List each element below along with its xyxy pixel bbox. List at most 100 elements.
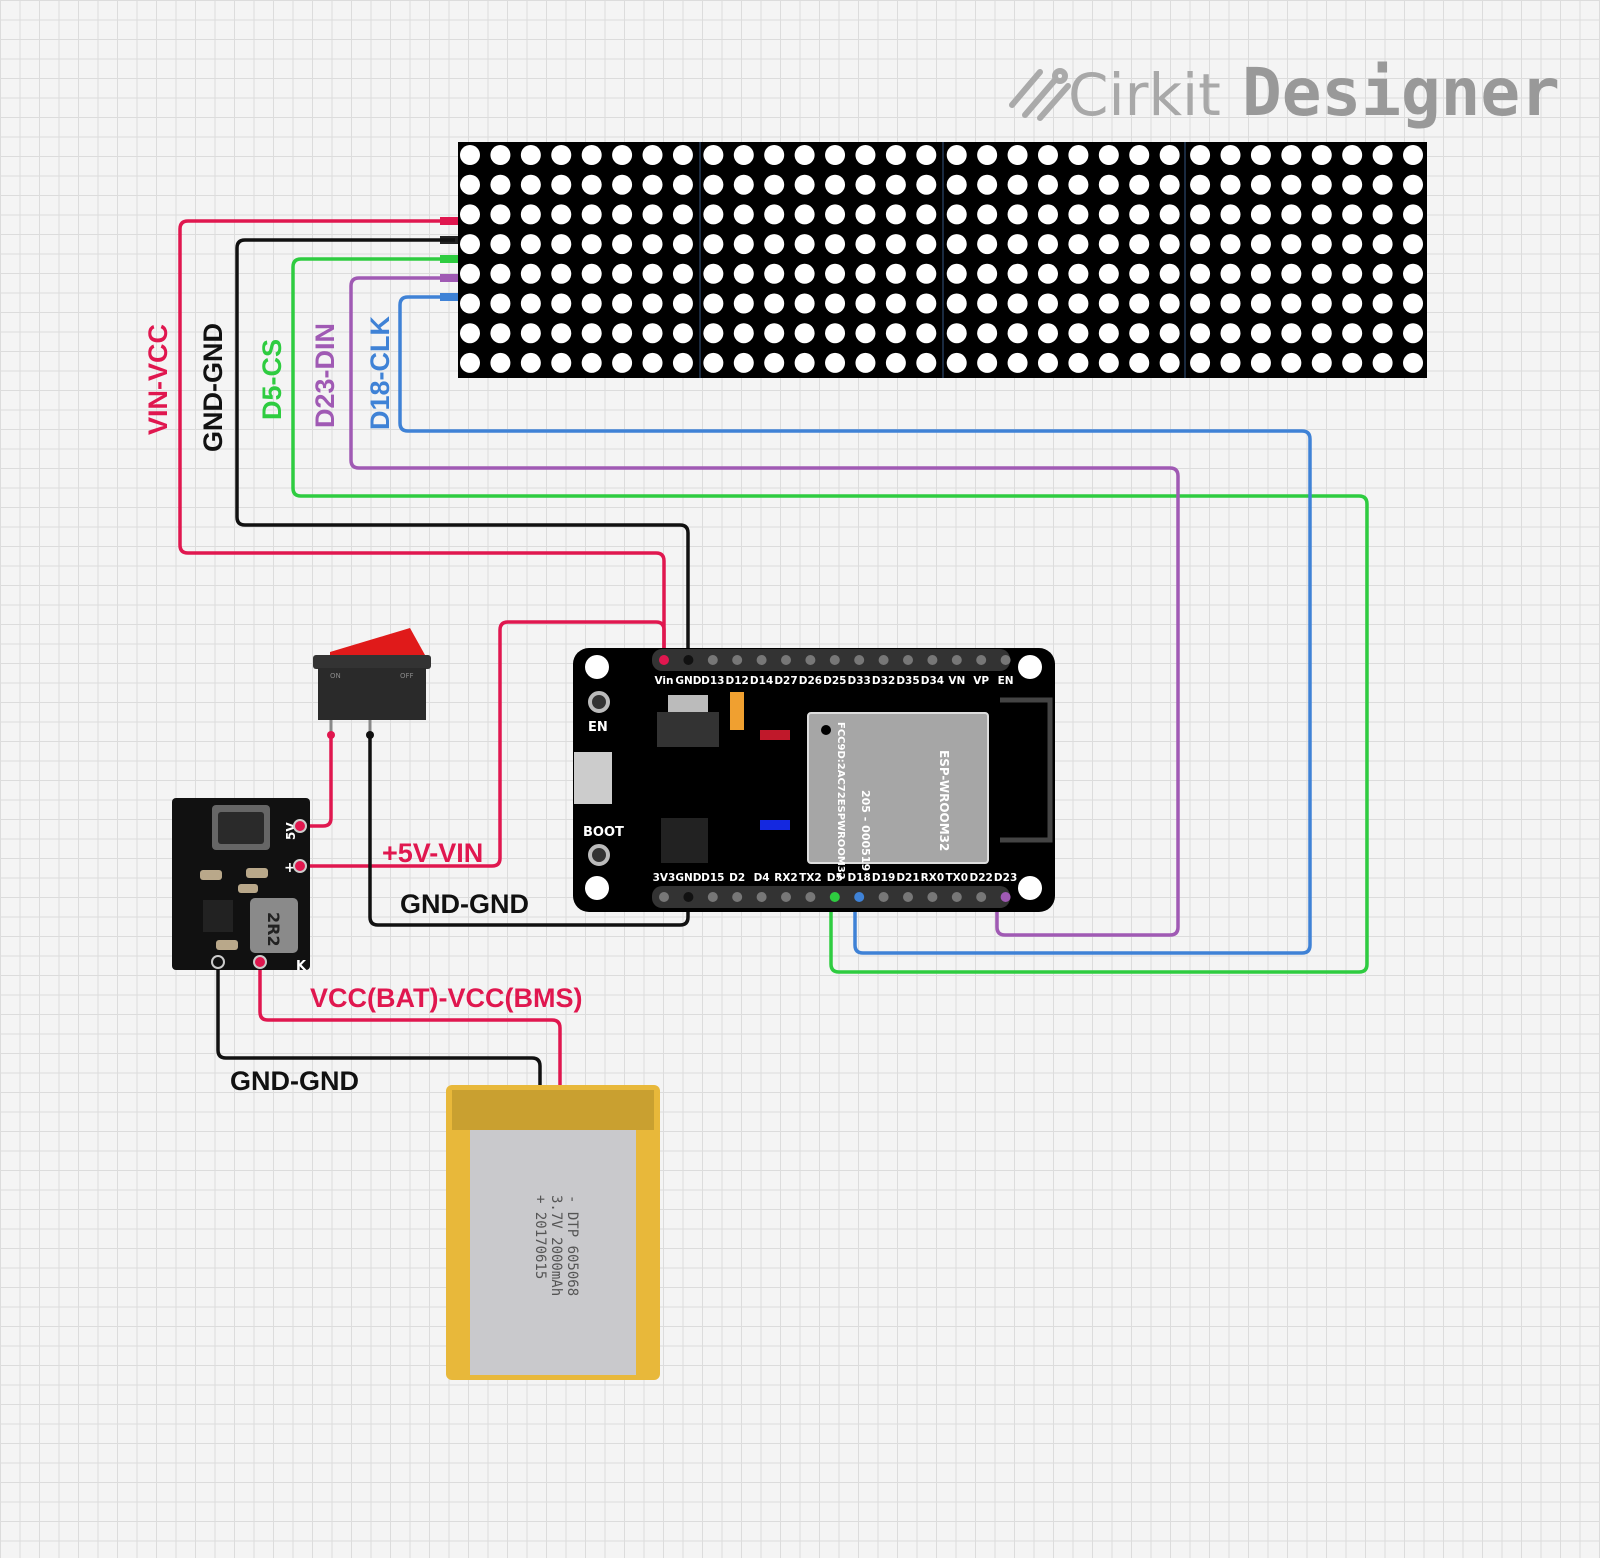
led-dot <box>1007 204 1028 225</box>
led-dot <box>946 263 967 284</box>
led-dot <box>612 174 633 195</box>
led-dot <box>794 352 815 373</box>
en-button[interactable] <box>588 691 610 713</box>
pin-bottom-d2[interactable] <box>732 892 743 902</box>
led-dot <box>1190 174 1211 195</box>
wire-5v-vin[interactable] <box>300 620 666 868</box>
led-dot <box>703 263 724 284</box>
boot-button[interactable] <box>588 844 610 866</box>
pin-top-d26[interactable] <box>805 655 816 665</box>
pin-top-en[interactable] <box>1000 655 1011 665</box>
pin-bottom-tx2[interactable] <box>805 892 816 902</box>
led-dot <box>1403 263 1424 284</box>
led-dot <box>672 204 693 225</box>
pin-top-d35[interactable] <box>903 655 913 665</box>
led-dot <box>1342 204 1363 225</box>
led-dot <box>551 323 572 344</box>
pin-top-d25[interactable] <box>829 655 840 665</box>
led-dot <box>1190 263 1211 284</box>
pin-label: Vin <box>654 675 673 687</box>
led-dot <box>794 234 815 255</box>
pin-top-vin[interactable] <box>659 655 669 665</box>
led-dot <box>1403 174 1424 195</box>
led-dot <box>642 352 663 373</box>
led-dot <box>1159 204 1180 225</box>
wire-vcc-battery[interactable] <box>258 962 562 1098</box>
led-dot <box>1281 263 1302 284</box>
wire-switch-bms[interactable] <box>300 735 333 828</box>
bms-charger-module[interactable]: 2R2 5V + K <box>172 798 310 974</box>
pin-top-d32[interactable] <box>878 655 889 665</box>
led-dot <box>1007 234 1028 255</box>
pin-top-gnd[interactable] <box>683 655 694 665</box>
led-dot <box>520 293 541 314</box>
pin-top-d33[interactable] <box>854 655 865 665</box>
led-dot <box>825 323 846 344</box>
led-dot <box>885 293 906 314</box>
pin-bottom-tx0[interactable] <box>951 892 962 902</box>
led-dot <box>1250 174 1271 195</box>
led-dot <box>642 234 663 255</box>
pin-bottom-d4[interactable] <box>756 892 767 902</box>
pin-top-vp[interactable] <box>976 655 987 665</box>
led-dot <box>1068 234 1089 255</box>
led-dot <box>703 174 724 195</box>
led-dot <box>460 352 480 373</box>
bms-5v-pin <box>293 819 307 833</box>
pin-bottom-d22[interactable] <box>976 892 987 902</box>
led-dot <box>825 234 846 255</box>
pin-bottom-d18[interactable] <box>854 892 865 902</box>
pin-top-d34[interactable] <box>927 655 938 665</box>
pin-top-d12[interactable] <box>732 655 743 665</box>
wire-d23-din[interactable] <box>349 276 1180 937</box>
label-vin-vcc: VIN-VCC <box>143 324 173 435</box>
wire-gnd-matrix[interactable] <box>235 238 690 660</box>
pin-bottom-d15[interactable] <box>707 892 718 902</box>
led-dot <box>1068 204 1089 225</box>
led-dot <box>581 145 602 165</box>
wire-gnd-battery[interactable] <box>216 962 542 1098</box>
led-dot <box>1372 293 1393 314</box>
pin-top-d27[interactable] <box>781 655 791 665</box>
pin-label: D13 <box>701 675 724 687</box>
rocker-switch[interactable]: ON OFF <box>313 628 431 739</box>
wire-d5-cs[interactable] <box>291 257 1369 974</box>
pin-top-d13[interactable] <box>707 655 718 665</box>
pin-bottom-gnd[interactable] <box>683 892 694 902</box>
led-dot <box>1159 323 1180 344</box>
led-dot <box>916 263 937 284</box>
led-dot <box>946 234 967 255</box>
cirkit-logo-icon <box>1009 68 1071 121</box>
led-dot <box>642 145 663 165</box>
led-dot <box>1220 293 1241 314</box>
lipo-battery[interactable]: - DTP 605068 3.7V 2000mAh + 20170615 <box>446 1085 660 1380</box>
pin-top-vn[interactable] <box>951 655 962 665</box>
pin-bottom-d5[interactable] <box>829 892 840 902</box>
wire-vin-vcc[interactable] <box>178 219 666 660</box>
wire-d18-clk[interactable] <box>398 295 1312 955</box>
wire-gnd-switch[interactable] <box>368 735 690 927</box>
label-d23-din: D23-DIN <box>310 323 340 428</box>
pin-top-d14[interactable] <box>756 655 767 665</box>
pin-label: D25 <box>823 675 846 687</box>
pin-bottom-rx0[interactable] <box>927 892 938 902</box>
pin-bottom-d21[interactable] <box>903 892 913 902</box>
pin-bottom-d19[interactable] <box>878 892 889 902</box>
esp32-devkit[interactable]: ESP-WROOM32 FCC9D:2AC72ESPWROOM32 205 - … <box>573 648 1055 912</box>
pin-label: D15 <box>701 872 724 884</box>
pin-bottom-d23[interactable] <box>1000 892 1011 902</box>
led-dot <box>520 174 541 195</box>
pin-bottom-3v3[interactable] <box>659 892 669 902</box>
led-dot <box>946 145 967 165</box>
label-gnd-gnd-battery: GND-GND <box>230 1066 359 1096</box>
led-dot <box>1190 323 1211 344</box>
module-label: ESP-WROOM32 <box>937 750 951 851</box>
led-dot <box>825 293 846 314</box>
led-dot <box>490 293 511 314</box>
esp-wroom-module <box>807 712 989 864</box>
led-matrix-display[interactable] <box>440 142 1427 378</box>
pin-bottom-rx2[interactable] <box>781 892 791 902</box>
led-dot <box>581 352 602 373</box>
pin-label: GND <box>675 675 701 687</box>
